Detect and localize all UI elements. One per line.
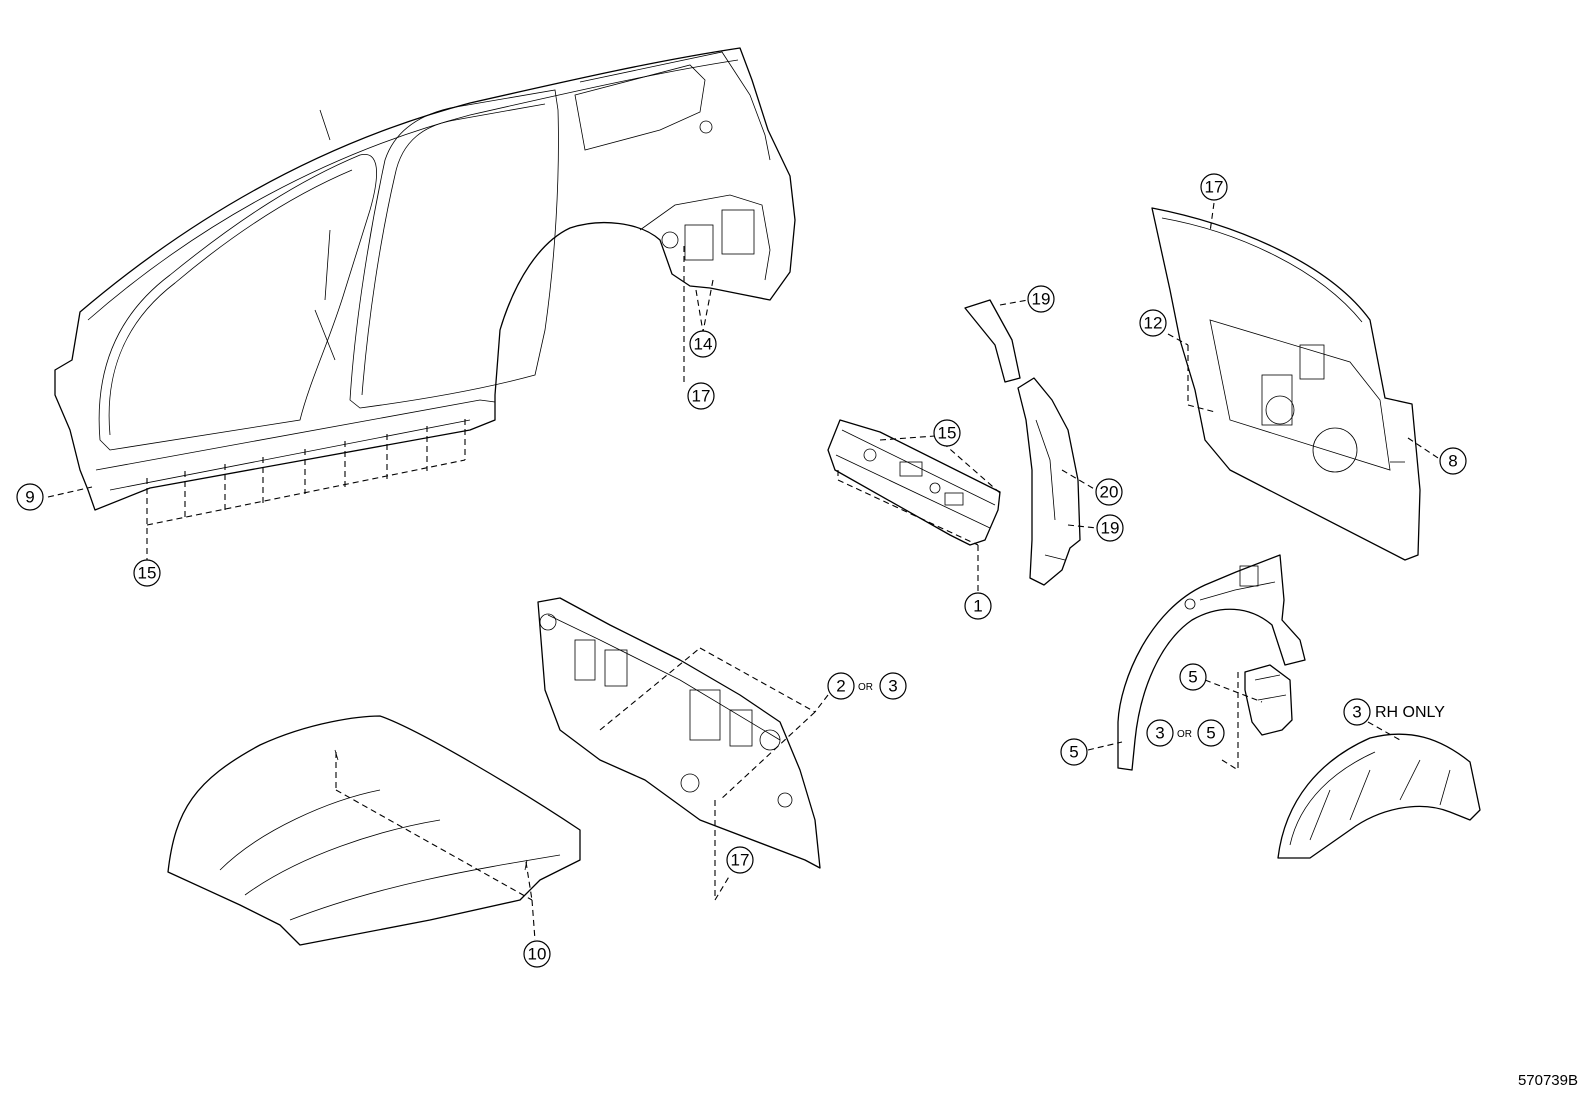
callout-5-upper[interactable]: 5: [1179, 663, 1207, 691]
callout-10[interactable]: 10: [523, 940, 551, 968]
callout-9[interactable]: 9: [16, 483, 44, 511]
diagram-code: 570739B: [1517, 1072, 1578, 1089]
callout-15-cowl[interactable]: 15: [933, 419, 961, 447]
callout-3-mid[interactable]: 3: [1146, 719, 1174, 747]
callout-2[interactable]: 2: [827, 672, 855, 700]
callout-15-side[interactable]: 15: [133, 559, 161, 587]
callout-14[interactable]: 14: [689, 330, 717, 358]
pillar-reinforcement: [964, 299, 1081, 586]
svg-text:20: 20: [1100, 483, 1119, 502]
cowl-panel: [827, 419, 1001, 546]
wheel-house-outer: [1117, 554, 1306, 771]
svg-text:19: 19: [1032, 290, 1051, 309]
svg-text:2: 2: [836, 677, 845, 696]
svg-text:8: 8: [1448, 452, 1457, 471]
rh-wheel-liner: [1277, 733, 1481, 859]
svg-text:17: 17: [1205, 178, 1224, 197]
svg-text:15: 15: [138, 564, 157, 583]
svg-text:3: 3: [888, 677, 897, 696]
svg-text:10: 10: [528, 945, 547, 964]
callout-5-left[interactable]: 5: [1060, 738, 1088, 766]
dash-panel: [537, 597, 821, 869]
callout-19-top[interactable]: 19: [1027, 285, 1055, 313]
callout-3-rh[interactable]: 3: [1343, 698, 1371, 726]
svg-text:5: 5: [1069, 743, 1078, 762]
svg-text:19: 19: [1101, 519, 1120, 538]
front-door-panel: [1151, 207, 1421, 561]
callout-8[interactable]: 8: [1439, 447, 1467, 475]
svg-text:14: 14: [694, 335, 713, 354]
svg-text:17: 17: [692, 387, 711, 406]
svg-text:3: 3: [1155, 724, 1164, 743]
svg-text:9: 9: [25, 488, 34, 507]
svg-text:12: 12: [1144, 314, 1163, 333]
callout-17-dash[interactable]: 17: [726, 846, 754, 874]
callout-19-low[interactable]: 19: [1096, 514, 1124, 542]
callout-12[interactable]: 12: [1139, 309, 1167, 337]
side-body-panel: [54, 47, 796, 511]
svg-text:15: 15: [938, 424, 957, 443]
callout-17-rear[interactable]: 17: [687, 382, 715, 410]
svg-text:5: 5: [1188, 668, 1197, 687]
rh-only-label: RH ONLY: [1375, 704, 1445, 721]
callout-17-door[interactable]: 17: [1200, 173, 1228, 201]
side-sill-leads: [146, 419, 466, 560]
or-label-dash: OR: [858, 682, 873, 693]
svg-text:3: 3: [1352, 703, 1361, 722]
svg-text:1: 1: [973, 597, 982, 616]
or-label-mid: OR: [1177, 729, 1192, 740]
callout-20[interactable]: 20: [1095, 478, 1123, 506]
hood: [167, 715, 581, 946]
wheel-house-inner-bracket: [1244, 664, 1293, 736]
callout-5-mid[interactable]: 5: [1197, 719, 1225, 747]
svg-text:5: 5: [1206, 724, 1215, 743]
svg-text:17: 17: [731, 851, 750, 870]
callout-3-dash[interactable]: 3: [879, 672, 907, 700]
callout-1[interactable]: 1: [964, 592, 992, 620]
